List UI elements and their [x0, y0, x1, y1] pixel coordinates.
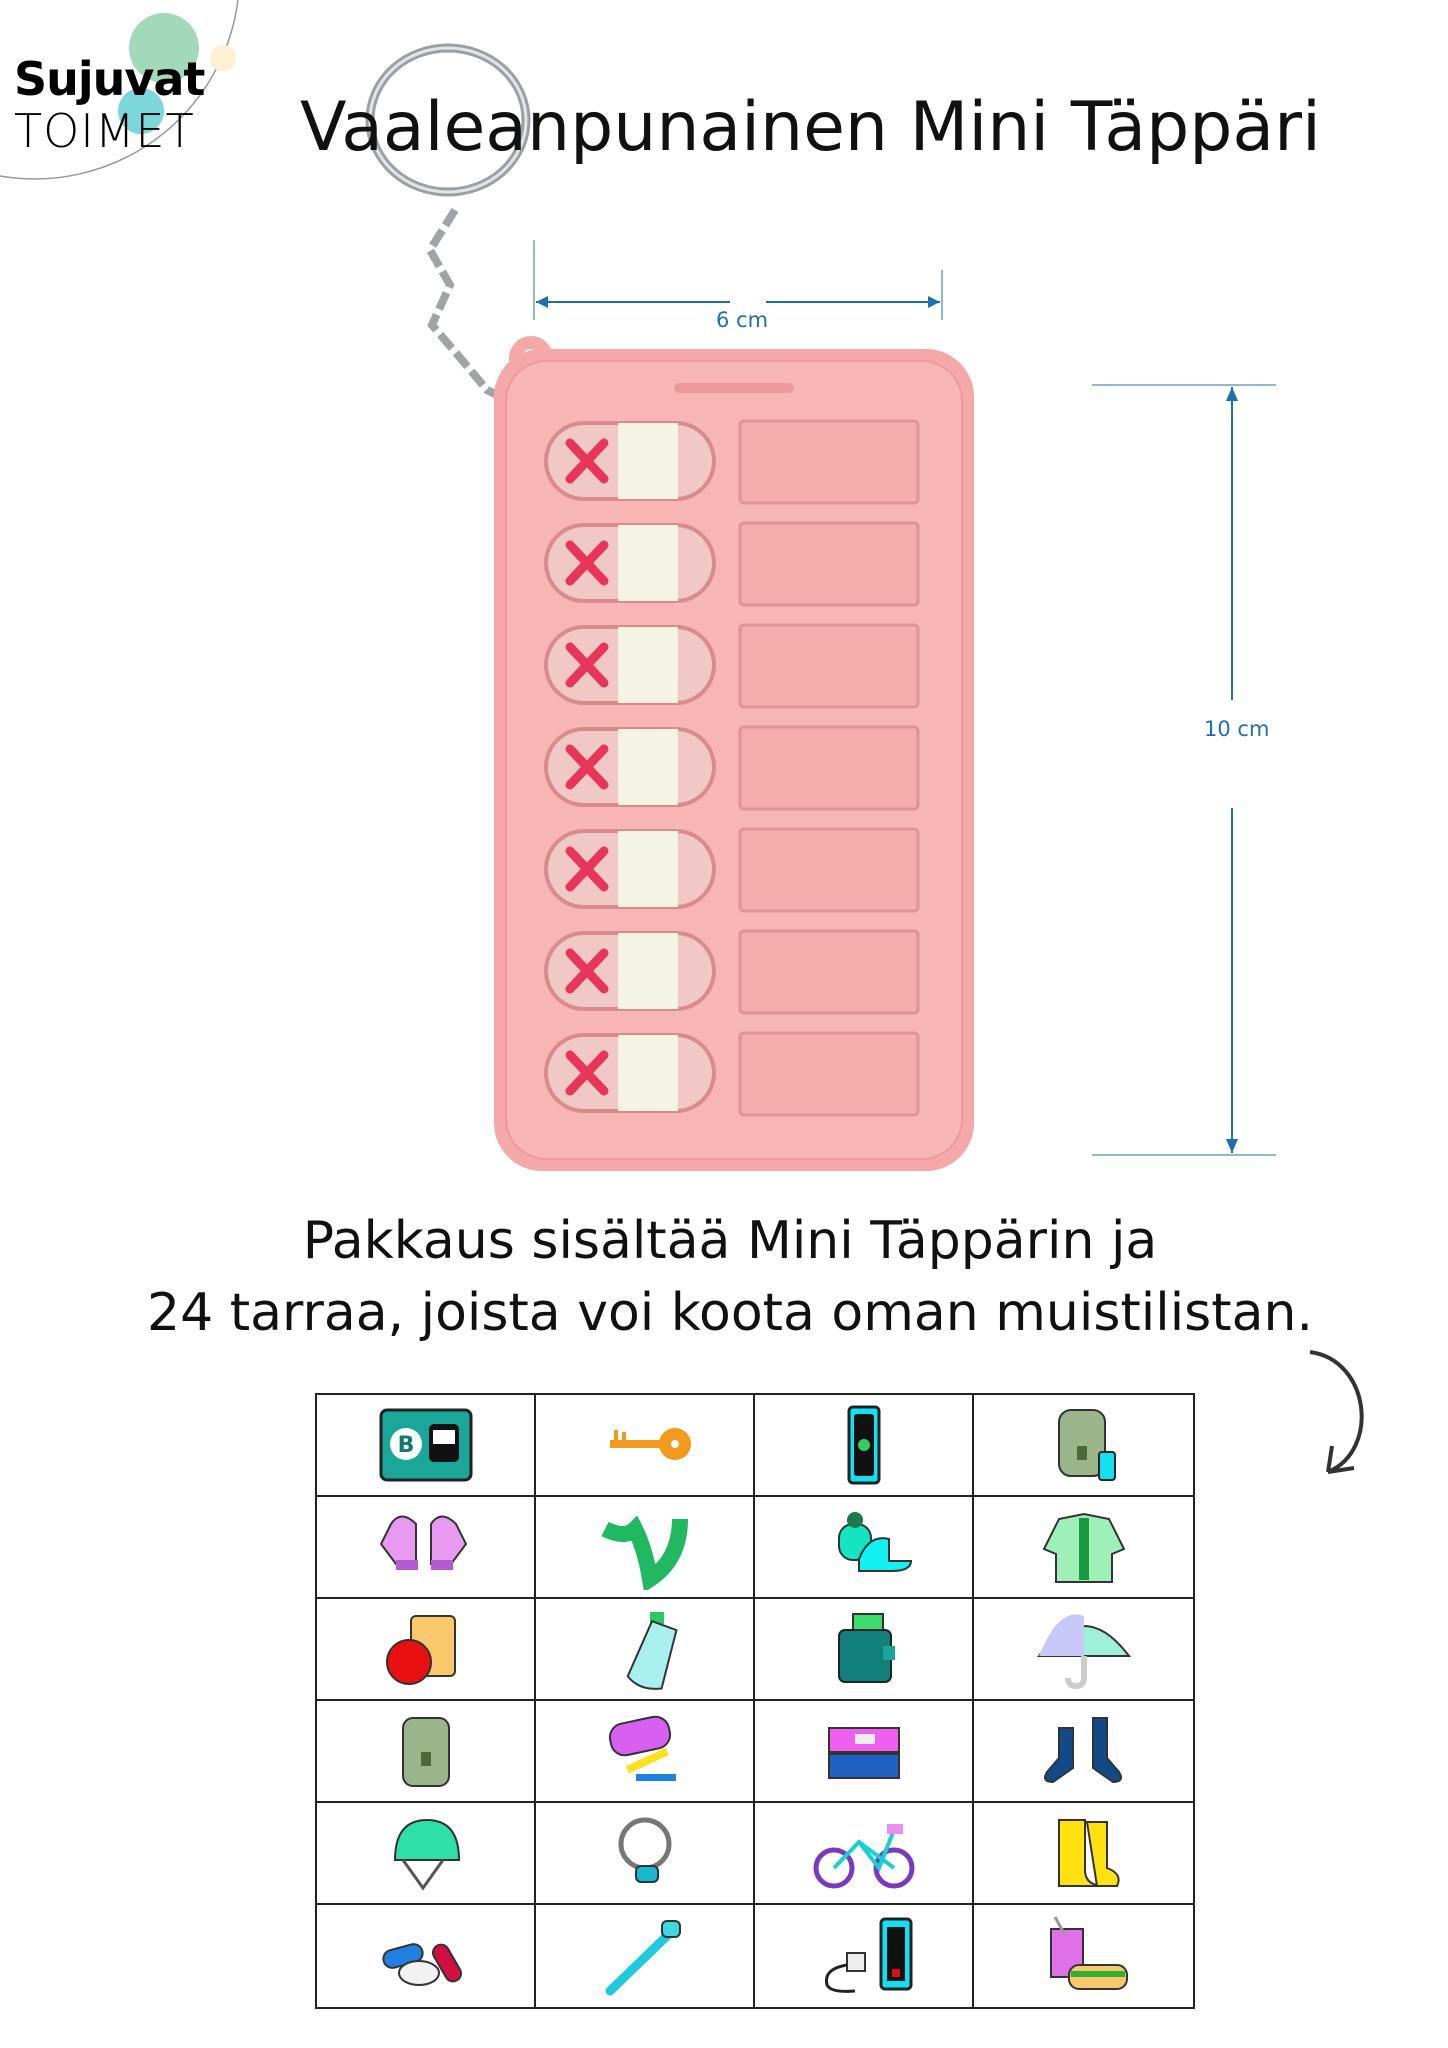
charger-icon	[824, 1917, 912, 1993]
backpack-with-phone-icon	[1057, 1409, 1116, 1481]
sticker-cell	[974, 1599, 1193, 1701]
phone-icon	[847, 1405, 880, 1485]
slot-list	[544, 419, 920, 1117]
key-icon	[609, 1428, 691, 1460]
jacket-icon	[1042, 1512, 1125, 1583]
scarf-icon	[600, 1515, 688, 1590]
toothbrush-icon	[605, 1920, 681, 1996]
x-mark-icon	[565, 438, 609, 484]
sticker-cell	[317, 1803, 536, 1905]
sticker-cell	[755, 1803, 974, 1905]
curved-arrow-icon	[1309, 1350, 1364, 1474]
logo-text-sujuvat: Sujuvat	[14, 52, 205, 106]
x-mark-icon	[565, 1050, 609, 1096]
svg-text:B: B	[397, 1433, 414, 1458]
bicycle-icon	[813, 1824, 914, 1889]
x-mark-icon	[565, 948, 609, 994]
sticker-cell	[974, 1497, 1193, 1599]
sticker-cell	[755, 1701, 974, 1803]
checklist-slot[interactable]	[544, 419, 920, 505]
x-mark-icon	[565, 744, 609, 790]
height-label: 10 cm	[1204, 717, 1270, 741]
x-mark-icon	[565, 642, 609, 688]
sticker-cell	[974, 1701, 1193, 1803]
sticker-cell	[755, 1905, 974, 2007]
checklist-slot[interactable]	[544, 929, 920, 1015]
package-description: Pakkaus sisältää Mini Täppärin ja 24 tar…	[100, 1205, 1360, 1349]
brand-logo: Sujuvat TOIMET	[0, 0, 250, 205]
sticker-cell	[755, 1497, 974, 1599]
sticker-cell	[974, 1905, 1193, 2007]
helmet-icon	[393, 1818, 460, 1891]
x-mark-icon	[565, 540, 609, 586]
dimension-lines	[533, 240, 1276, 1156]
books-icon	[827, 1727, 900, 1779]
rain-boots-icon	[1057, 1819, 1120, 1887]
logo-text-toimet: TOIMET	[14, 104, 195, 158]
sticker-cell	[317, 1701, 536, 1803]
snack-icon	[1049, 1916, 1128, 1990]
sticker-cell	[317, 1905, 536, 2007]
checklist-slot[interactable]	[544, 1031, 920, 1117]
lunch-apple-icon	[385, 1615, 456, 1685]
sticker-grid: B	[315, 1393, 1195, 2009]
sticker-cell	[317, 1599, 536, 1701]
checklist-slot[interactable]	[544, 623, 920, 709]
sticker-cell	[755, 1395, 974, 1497]
description-line-2: 24 tarraa, joista voi koota oman muistil…	[147, 1283, 1313, 1343]
width-label: 6 cm	[716, 308, 769, 332]
pencil-case-icon	[608, 1715, 676, 1781]
hats-icon	[837, 1512, 912, 1572]
page-title: Vaaleanpunainen Mini Täppäri	[300, 88, 1321, 167]
sticker-cell	[974, 1803, 1193, 1905]
logo-graphic	[0, 0, 239, 180]
checklist-slot[interactable]	[544, 521, 920, 607]
bus-card-icon: B	[379, 1408, 472, 1482]
mini-tappari-keytag	[365, 43, 974, 1171]
sticker-cell: B	[317, 1395, 536, 1497]
wallet-icon	[837, 1613, 895, 1683]
sticker-cell	[536, 1395, 755, 1497]
water-bottle-icon	[626, 1612, 678, 1690]
sticker-cell	[536, 1905, 755, 2007]
sticker-cell	[536, 1701, 755, 1803]
keyring-icon	[365, 43, 531, 404]
checklist-slot[interactable]	[544, 827, 920, 913]
sticker-cell	[755, 1599, 974, 1701]
medicine-icon	[381, 1943, 462, 1986]
description-line-1: Pakkaus sisältää Mini Täppärin ja	[302, 1211, 1158, 1271]
socks-icon	[1043, 1717, 1122, 1784]
sticker-cell	[536, 1497, 755, 1599]
sticker-cell	[536, 1599, 755, 1701]
mittens-icon	[379, 1515, 467, 1570]
bike-lock-icon	[618, 1817, 671, 1883]
sticker-cell	[536, 1803, 755, 1905]
sticker-cell	[974, 1395, 1193, 1497]
school-bag-icon	[401, 1717, 450, 1787]
x-mark-icon	[565, 846, 609, 892]
umbrella-icon	[1036, 1614, 1131, 1690]
checklist-slot[interactable]	[544, 725, 920, 811]
sticker-cell	[317, 1497, 536, 1599]
